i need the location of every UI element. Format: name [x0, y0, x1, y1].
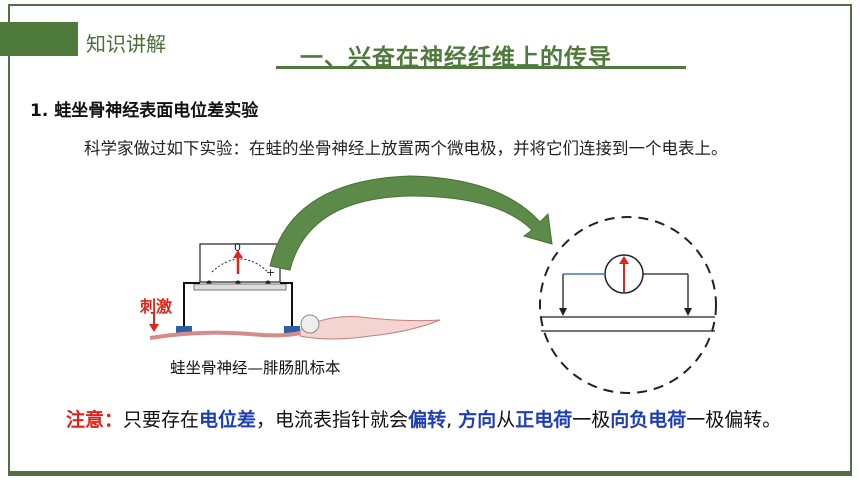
gastrocnemius-muscle	[299, 316, 441, 340]
right-wire	[280, 282, 293, 330]
intro-paragraph: 科学家做过如下实验：在蛙的坐骨神经上放置两个微电极，并将它们连接到一个电表上。	[84, 139, 728, 158]
note-text: 注意：只要存在电位差，电流表指针就会偏转, 方向从正电荷一极向负电荷一极偏转。	[66, 409, 782, 431]
left-wire	[183, 282, 200, 330]
stimulus-label: 刺激	[140, 297, 173, 316]
frame-bottom-bar	[8, 471, 852, 476]
left-electrode	[176, 326, 192, 333]
section-heading: 1. 蛙坐骨神经表面电位差实验	[30, 101, 259, 121]
sciatic-nerve	[149, 328, 311, 340]
section-tag: 知识讲解	[86, 32, 166, 56]
zoom-arrow	[269, 175, 553, 271]
right-electrode	[284, 326, 300, 333]
note-label: 注意：	[66, 409, 124, 431]
zoom-circle	[539, 216, 717, 394]
title-underline	[276, 66, 686, 69]
zero-label: 0	[234, 241, 241, 254]
meter	[193, 243, 287, 291]
figure-caption: 蛙坐骨神经—腓肠肌标本	[170, 359, 341, 377]
bone-joint	[300, 314, 320, 334]
plus-label: +	[266, 266, 275, 279]
section-tag-block	[0, 22, 78, 56]
